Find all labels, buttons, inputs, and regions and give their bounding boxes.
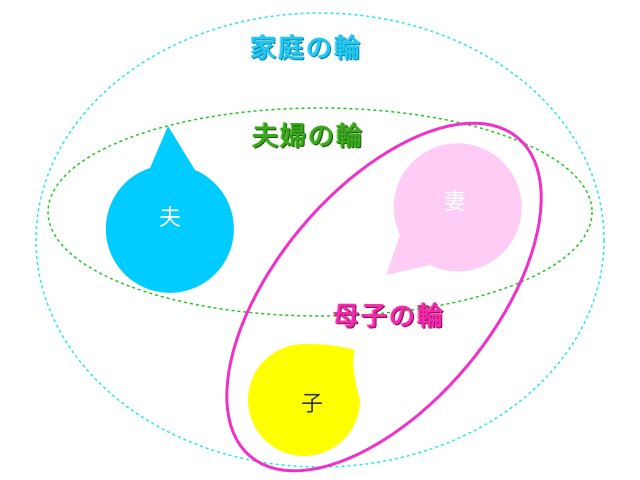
husband-shape — [105, 126, 234, 293]
mother-child-circle — [225, 121, 543, 473]
child-shape — [248, 343, 360, 456]
wife-shape — [386, 143, 522, 275]
child-label: 子 — [300, 392, 323, 417]
family-circle-label: 家庭の輪 — [250, 34, 363, 64]
couple-circle-label: 夫婦の輪 — [252, 122, 365, 152]
wife-label: 妻 — [443, 190, 466, 215]
mother-child-circle-label: 母子の輪 — [333, 302, 446, 332]
couple-circle — [47, 107, 593, 317]
husband-label: 夫 — [158, 206, 181, 231]
